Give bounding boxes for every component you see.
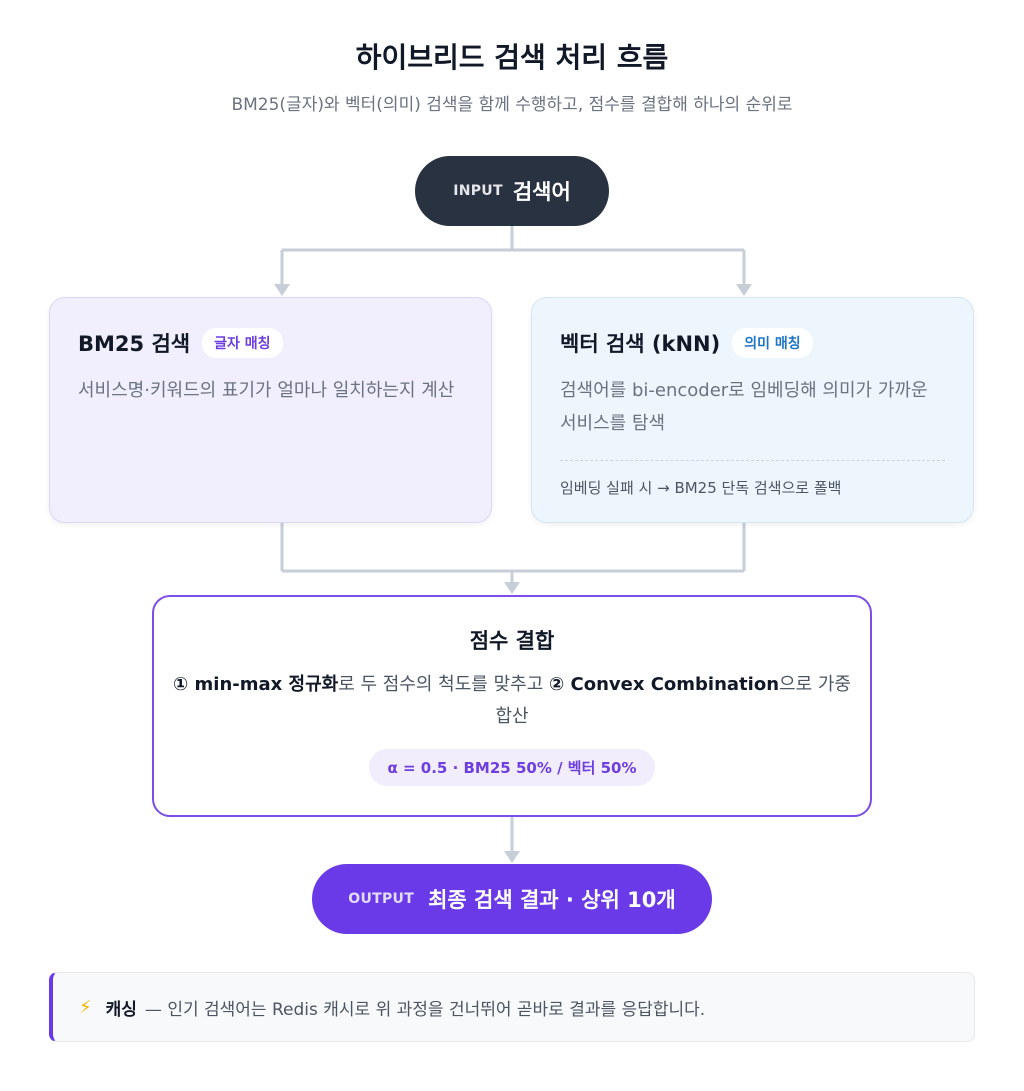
diagram-subtitle: BM25(글자)와 벡터(의미) 검색을 함께 수행하고, 점수를 결합해 하나…	[231, 95, 793, 115]
bm25-description: 서비스명·키워드의 표기가 얼마나 일치하는지 계산	[78, 380, 455, 401]
combine-description: ① min-max 정규화로 두 점수의 척도를 맞추고 ② Convex Co…	[172, 669, 852, 733]
vector-fallback-note: 임베딩 실패 시 → BM25 단독 검색으로 폴백	[560, 479, 842, 497]
combine-step2-suffix: 으로 가중 합산	[495, 674, 851, 727]
vector-divider	[560, 460, 945, 461]
input-node: INPUT 검색어	[415, 156, 609, 226]
vector-description: 검색어를 bi-encoder로 임베딩해 의미가 가까운 서비스를 탐색	[560, 380, 928, 434]
cache-label: 캐싱	[105, 999, 137, 1020]
arrowhead-bm25	[274, 284, 290, 296]
alpha-badge: α = 0.5 · BM25 50% / 벡터 50%	[369, 749, 655, 786]
vector-badge: 의미 매칭	[732, 328, 813, 358]
input-text: 검색어	[512, 180, 571, 204]
cache-text: — 인기 검색어는 Redis 캐시로 위 과정을 건너뛰어 곧바로 결과를 응…	[144, 999, 706, 1020]
arrowhead-combine	[504, 582, 520, 594]
combine-node: 점수 결합 ① min-max 정규화로 두 점수의 척도를 맞추고 ② Con…	[152, 595, 872, 817]
lightning-icon: ⚡	[79, 996, 92, 1018]
bm25-title: BM25 검색	[78, 332, 191, 356]
arrowhead-vector	[736, 284, 752, 296]
diagram-title: 하이브리드 검색 처리 흐름	[355, 41, 669, 74]
output-text: 최종 검색 결과 · 상위 10개	[428, 888, 676, 912]
combine-step2-label: ② Convex Combination	[548, 674, 780, 695]
vector-title: 벡터 검색 (kNN)	[560, 332, 721, 356]
vector-card: 벡터 검색 (kNN) 의미 매칭 검색어를 bi-encoder로 임베딩해 …	[531, 297, 974, 523]
bm25-badge: 글자 매칭	[202, 328, 283, 358]
output-tag: OUTPUT	[348, 891, 415, 907]
arrowhead-output	[504, 851, 520, 863]
bm25-card: BM25 검색 글자 매칭 서비스명·키워드의 표기가 얼마나 일치하는지 계산	[49, 297, 492, 523]
output-node: OUTPUT 최종 검색 결과 · 상위 10개	[312, 864, 712, 934]
input-tag: INPUT	[453, 183, 503, 199]
combine-step1-label: ① min-max 정규화	[173, 674, 339, 695]
combine-step1-suffix: 로 두 점수의 척도를 맞추고	[338, 674, 549, 695]
cache-note: ⚡ 캐싱 — 인기 검색어는 Redis 캐시로 위 과정을 건너뛰어 곧바로 …	[49, 972, 975, 1042]
combine-title: 점수 결합	[469, 629, 555, 653]
